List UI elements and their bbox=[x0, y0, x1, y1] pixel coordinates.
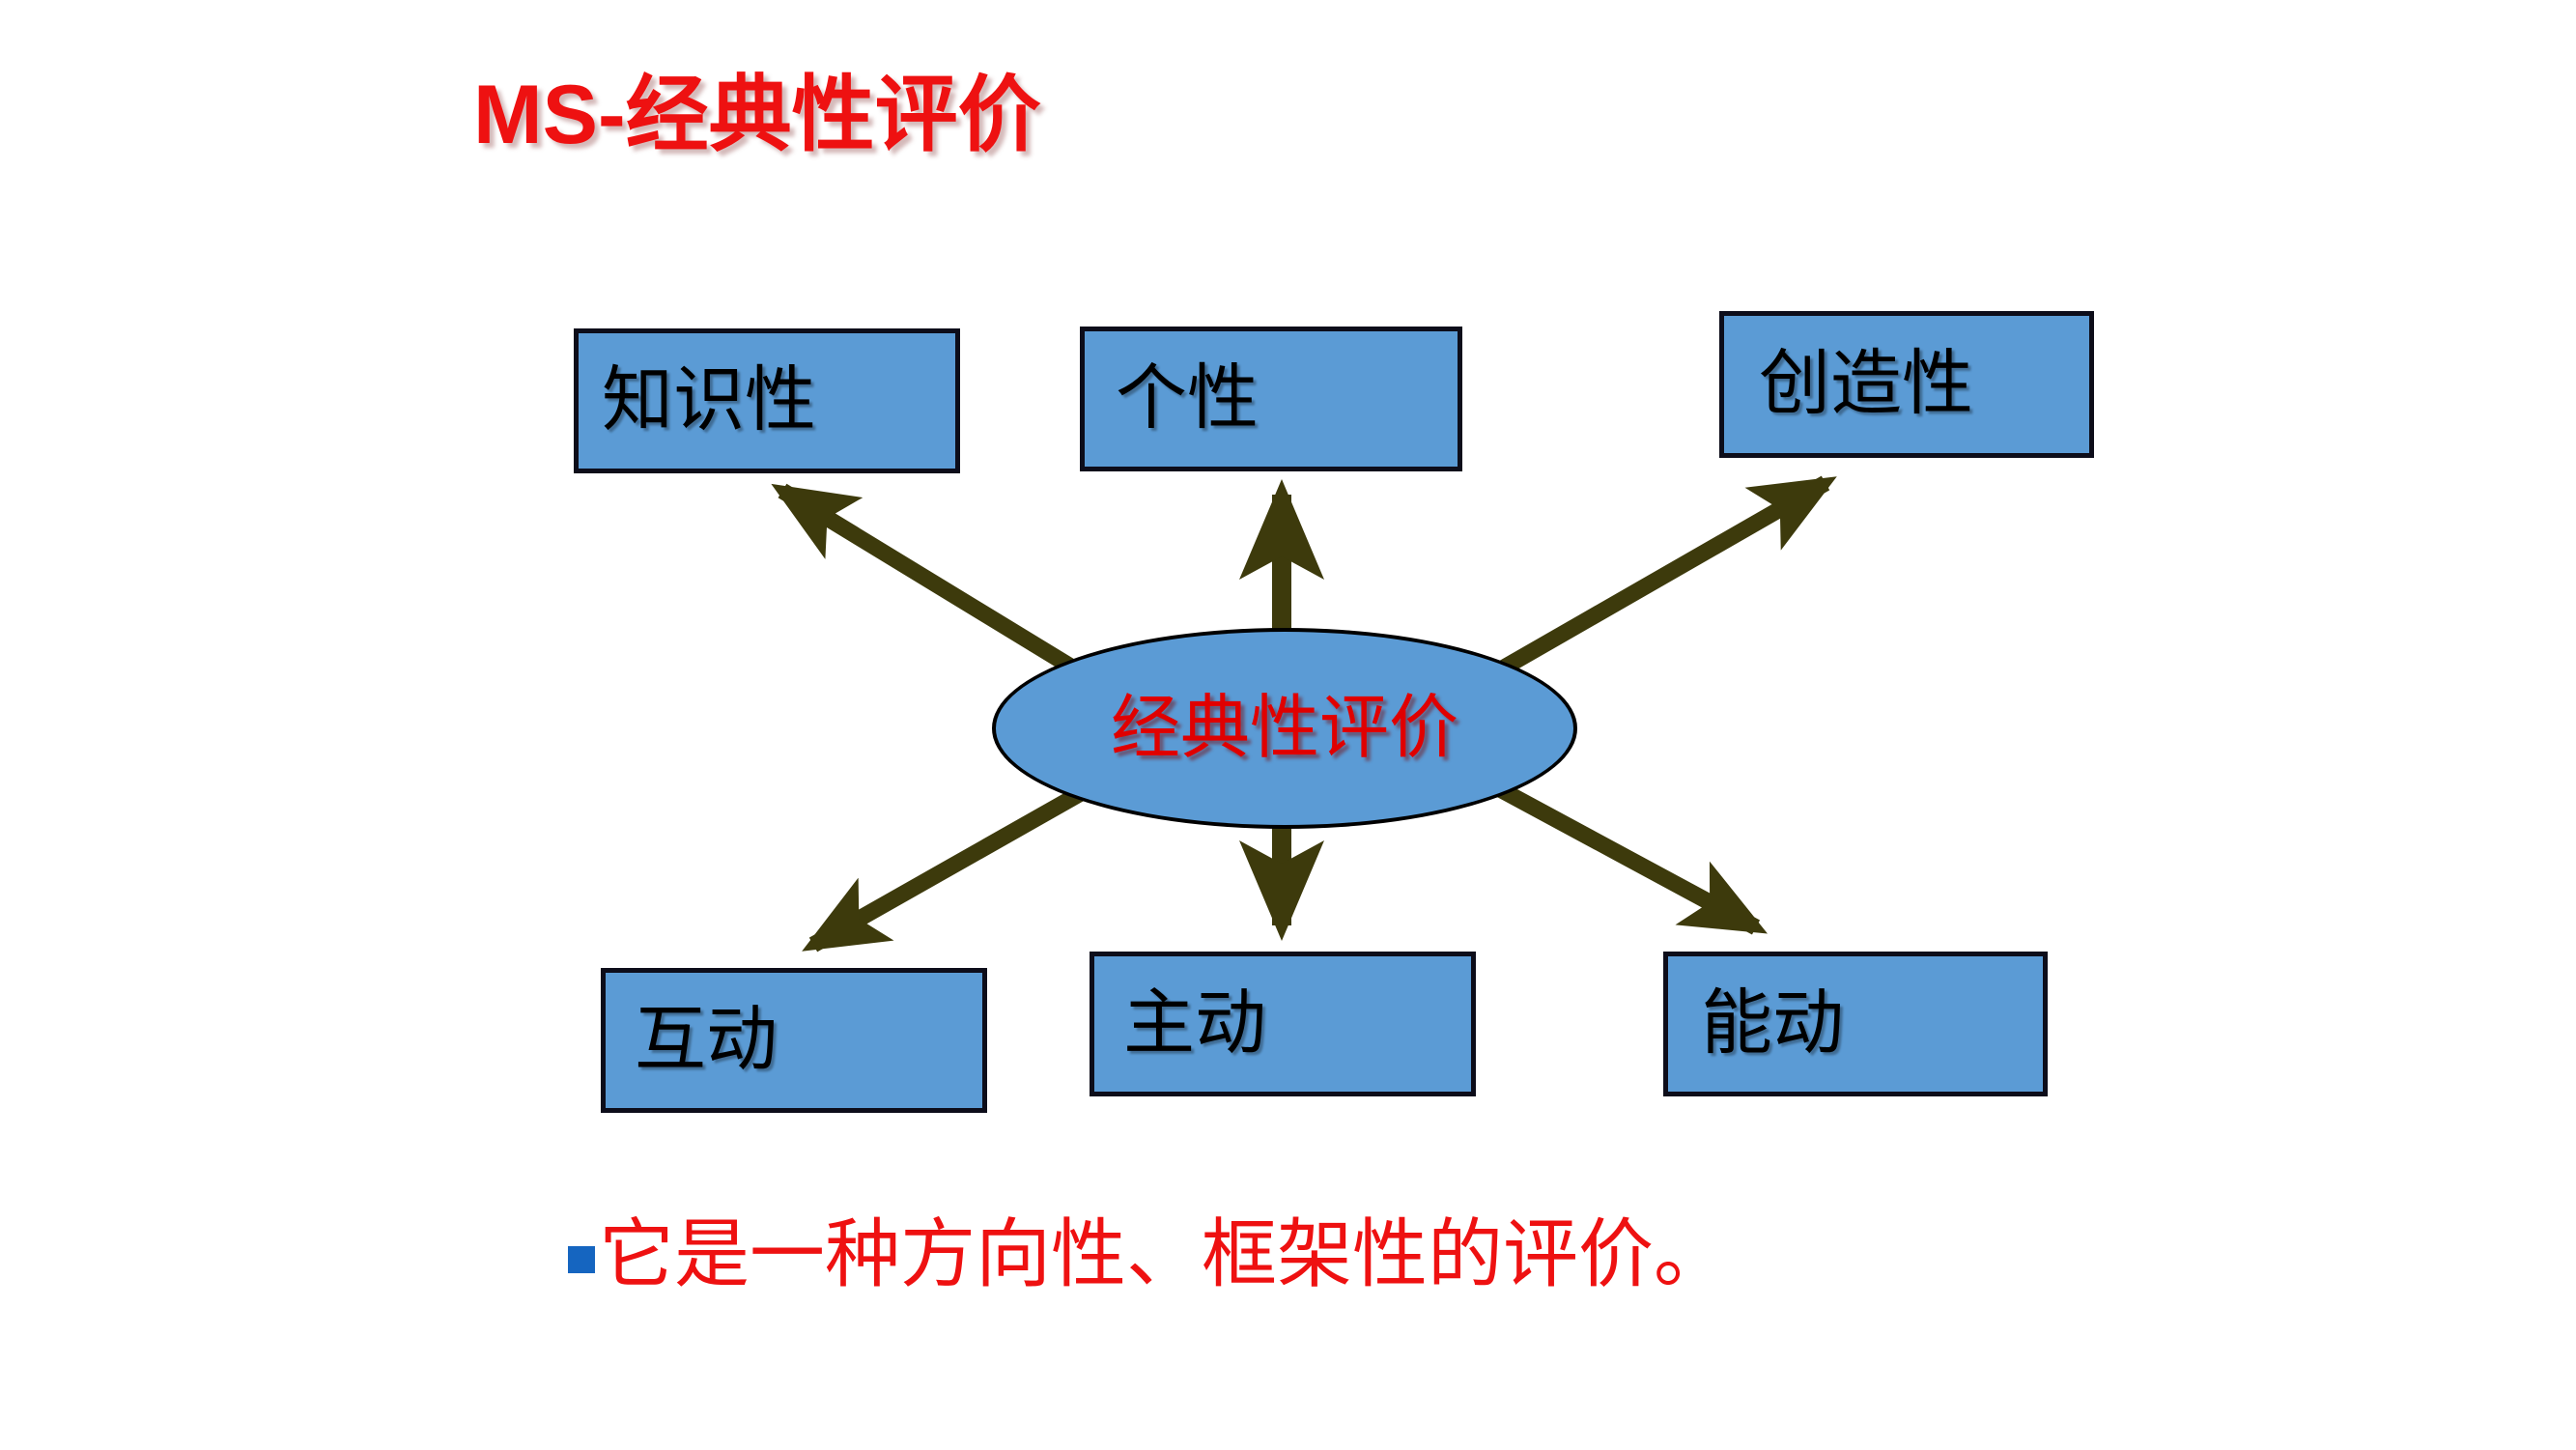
footer-bullet-line: 它是一种方向性、框架性的评价。 bbox=[568, 1215, 1729, 1294]
node-label: 创造性 bbox=[1759, 345, 1973, 424]
footer-bullet-text: 它是一种方向性、框架性的评价。 bbox=[599, 1212, 1730, 1296]
center-node-label: 经典性评价 bbox=[1110, 690, 1458, 767]
node-label: 个性 bbox=[1116, 359, 1259, 439]
connector-to-zhishixing bbox=[771, 483, 1091, 684]
node-box-zhudong[interactable]: 主动 bbox=[1090, 952, 1476, 1096]
center-node-ellipse[interactable]: 经典性评价 bbox=[992, 628, 1577, 829]
node-box-gexing[interactable]: 个性 bbox=[1080, 327, 1462, 471]
node-box-zhishixing[interactable]: 知识性 bbox=[574, 328, 960, 473]
node-box-chuangzao[interactable]: 创造性 bbox=[1719, 311, 2094, 458]
node-label: 知识性 bbox=[602, 361, 816, 441]
node-label: 互动 bbox=[635, 1001, 778, 1080]
node-label: 能动 bbox=[1701, 984, 1844, 1064]
node-box-nengdong[interactable]: 能动 bbox=[1663, 952, 2048, 1096]
square-bullet-icon bbox=[568, 1245, 595, 1273]
connector-to-nengdong bbox=[1483, 775, 1768, 935]
page-title: MS-经典性评价 bbox=[473, 69, 1041, 161]
node-label: 主动 bbox=[1123, 984, 1266, 1064]
node-box-hudong[interactable]: 互动 bbox=[601, 968, 987, 1113]
connector-to-chuangzao bbox=[1487, 475, 1837, 682]
connector-to-hudong bbox=[802, 777, 1101, 952]
